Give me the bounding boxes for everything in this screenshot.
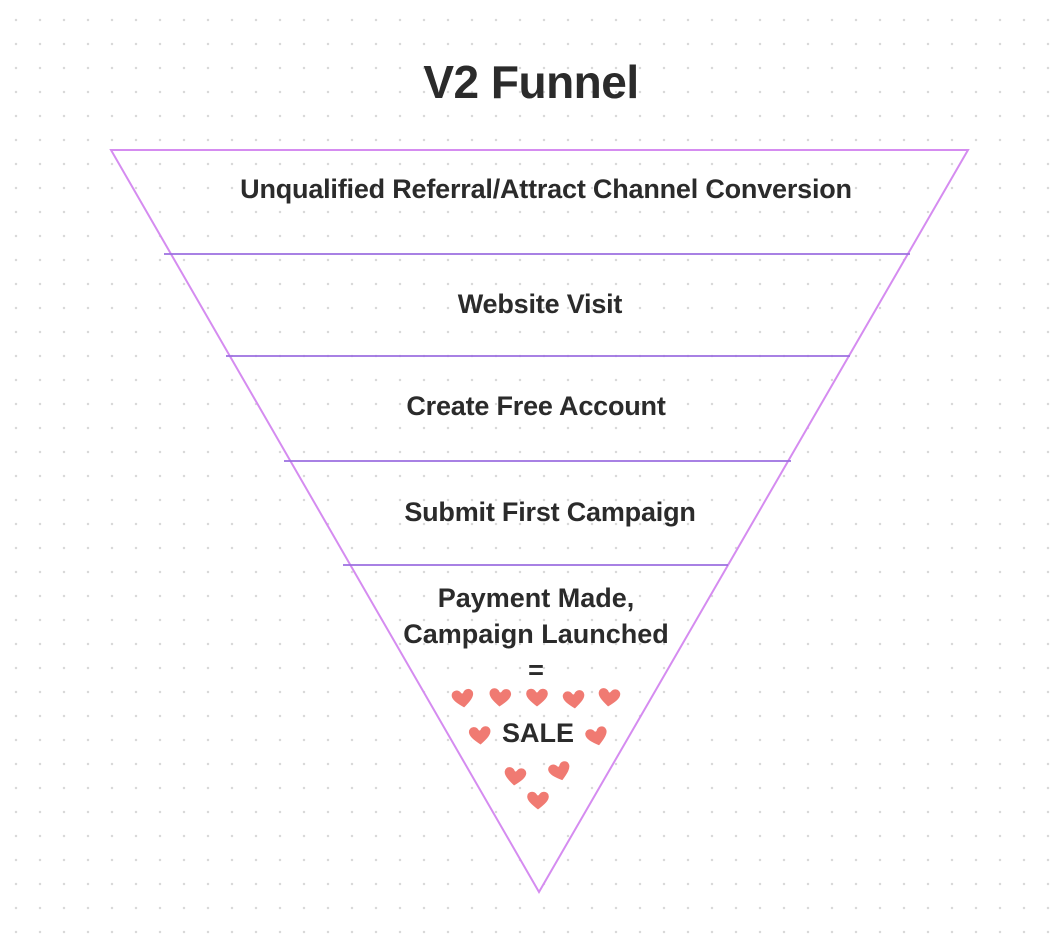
funnel-outline: [109, 149, 970, 894]
campaign-launched-text: Campaign Launched: [403, 619, 669, 649]
heart-icon: [524, 686, 550, 710]
heart-icon: [581, 722, 612, 752]
heart-icon: [595, 685, 623, 712]
stage-label-payment: Payment Made, Campaign Launched =: [334, 580, 738, 688]
stage-label-submit-campaign: Submit First Campaign: [404, 497, 696, 527]
diagram-title: V2 Funnel: [423, 56, 639, 108]
heart-icon: [544, 757, 576, 787]
payment-made-text: Payment Made,: [437, 583, 635, 613]
heart-icon: [486, 685, 514, 711]
heart-icon: [525, 789, 551, 813]
stage-label-website-visit: Website Visit: [457, 289, 623, 319]
heart-icon: [501, 764, 529, 791]
heart-icon: [466, 723, 494, 749]
stage-label-referral: Unqualified Referral/Attract Channel Con…: [240, 174, 852, 204]
heart-icon: [560, 687, 588, 714]
equals-sign: =: [528, 655, 544, 685]
stage-label-create-account: Create Free Account: [406, 391, 666, 421]
sale-label: SALE: [501, 718, 574, 748]
heart-icon: [448, 685, 477, 712]
